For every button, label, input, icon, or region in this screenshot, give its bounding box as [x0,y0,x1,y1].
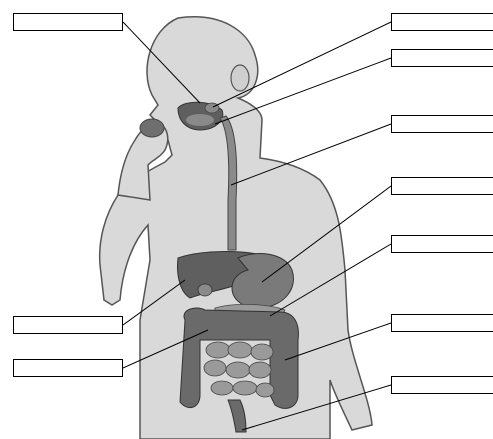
label-box-5[interactable] [391,177,493,195]
ear [231,65,249,91]
label-box-10[interactable] [13,359,123,377]
label-box-8[interactable] [391,376,493,394]
gallbladder [198,284,212,296]
label-box-2[interactable] [391,13,493,31]
label-box-1[interactable] [13,13,123,31]
tongue [186,114,214,126]
small-intestine [204,342,274,397]
label-box-3[interactable] [391,49,493,67]
label-box-4[interactable] [391,115,493,133]
label-box-7[interactable] [391,314,493,332]
salivary-gland [205,103,219,113]
label-box-9[interactable] [13,316,123,334]
label-box-6[interactable] [391,235,493,253]
food [140,119,164,137]
